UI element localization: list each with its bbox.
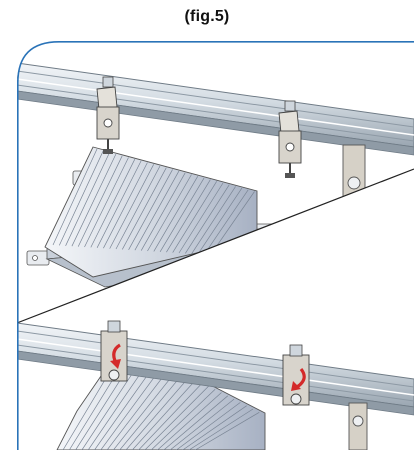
heatsink-fin [128, 169, 173, 250]
heatsink-fin [176, 402, 241, 450]
heatsink-fin [144, 385, 210, 450]
figure-caption: (fig.5) [184, 8, 230, 25]
heatsink-fin [169, 398, 235, 450]
mounting-rail-top [17, 62, 414, 156]
heatsink-fin [96, 160, 142, 248]
heatsink-fin [121, 167, 167, 250]
heatsink-fin [191, 186, 236, 254]
heatsink-top [26, 146, 278, 288]
heatsink-fin [119, 372, 184, 450]
heatsink-fin [125, 375, 191, 450]
heatsink-fin [71, 153, 117, 247]
heatsink-fin [153, 176, 199, 252]
rotate-arrow-icon [110, 343, 121, 369]
heatsink-fin [178, 182, 224, 254]
heatsink-fin [52, 148, 98, 246]
heatsink-fin [150, 388, 216, 450]
heatsink-fin [77, 155, 123, 247]
heatsink-fin [159, 177, 205, 252]
heatsink-fin [210, 191, 255, 256]
heatsink-fin [134, 170, 180, 251]
heatsink-fin [140, 172, 186, 251]
heatsink-fin [90, 159, 136, 248]
heatsink-fin [185, 184, 230, 254]
heatsink-fin [188, 408, 254, 450]
heatsink-fin [103, 162, 148, 249]
bracket-right-top [278, 100, 302, 178]
heatsink-fin [163, 395, 229, 450]
heatsink-fin [58, 150, 104, 246]
bottom-scene [17, 320, 414, 450]
frame-border [17, 41, 414, 450]
heatsink-fin [132, 379, 197, 450]
heatsink-fin [197, 187, 243, 255]
assembly-illustration [17, 41, 414, 450]
split-divider-line [17, 168, 414, 324]
heatsink-fin [106, 365, 172, 450]
heatsink-fin [157, 392, 222, 450]
bracket-left-top [96, 76, 120, 154]
heatsink-fin [195, 411, 260, 450]
support-post-top [342, 144, 366, 256]
top-scene [17, 62, 414, 288]
heatsink-fin [147, 174, 192, 252]
heatsink-fin [113, 369, 178, 450]
heatsink-fin [166, 179, 211, 253]
heatsink-fin [172, 181, 217, 253]
support-post-bottom [348, 402, 368, 450]
rotate-arrow-icon [291, 368, 306, 391]
heatsink-fin [84, 157, 129, 248]
heatsink-fin [109, 164, 155, 249]
heatsink-fin [138, 382, 203, 450]
heatsink-fin [115, 165, 161, 250]
illustration-frame [17, 41, 414, 450]
heatsink-fin [203, 189, 249, 255]
heatsink-fin [65, 152, 110, 246]
heatsink-fin [182, 405, 247, 450]
